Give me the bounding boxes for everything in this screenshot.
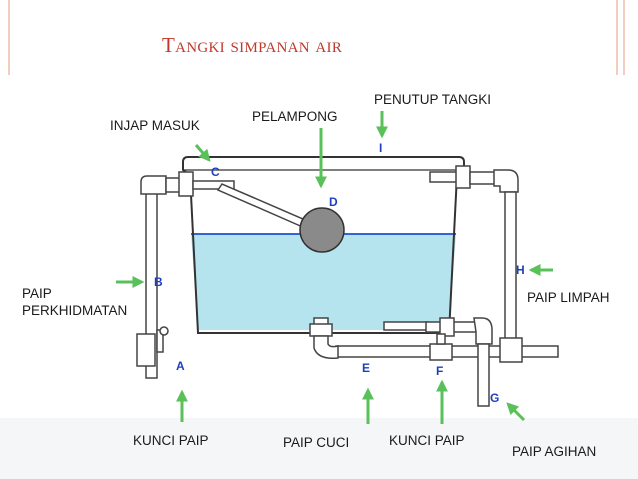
stop-cock-a-knob xyxy=(159,326,169,336)
letter-b: B xyxy=(154,275,163,289)
water-tank-diagram: A B C D E F G H I INJAP MASUK PELAMPONG … xyxy=(0,92,638,479)
inlet-valve-arm xyxy=(192,180,235,190)
letter-g: G xyxy=(490,391,499,405)
float-ball xyxy=(299,207,345,253)
water-body xyxy=(191,234,456,330)
service-pipe-inlet xyxy=(165,177,181,193)
overflow-flange xyxy=(455,165,471,189)
arrow-injap-masuk xyxy=(194,144,211,162)
label-paip-agihan: PAIP AGIHAN xyxy=(512,444,596,459)
slide-border-left xyxy=(8,0,10,75)
label-pelampong: PELAMPONG xyxy=(252,109,338,124)
letter-e: E xyxy=(362,361,370,375)
arrow-paip-agihan xyxy=(506,402,526,422)
label-paip-perkhidmatan-line1: PAIP xyxy=(22,286,52,301)
label-penutup-tangki: PENUTUP TANGKI xyxy=(374,92,491,107)
floor-band xyxy=(0,418,638,479)
letter-i: I xyxy=(379,141,382,155)
distribution-pipe xyxy=(477,343,490,407)
distribution-elbow xyxy=(473,317,493,345)
inlet-valve-body xyxy=(178,171,194,197)
slide-border-right xyxy=(616,0,618,75)
label-kunci-paip-right: KUNCI PAIP xyxy=(389,433,465,448)
label-injap-masuk: INJAP MASUK xyxy=(110,118,200,133)
label-paip-limpah: PAIP LIMPAH xyxy=(527,290,610,305)
float-rod xyxy=(216,183,312,229)
tank-outline xyxy=(182,156,465,334)
overflow-elbow xyxy=(493,169,519,193)
letter-a: A xyxy=(176,359,185,373)
washout-elbow xyxy=(313,335,339,360)
letter-d: D xyxy=(329,195,338,209)
distribution-flange xyxy=(439,317,455,337)
slide-title: Tangki simpanan air xyxy=(162,33,343,57)
distribution-outlet xyxy=(383,321,429,331)
stop-cock-a xyxy=(136,333,156,367)
slide-border-right-outer xyxy=(623,0,625,75)
letter-c: C xyxy=(211,165,220,179)
overflow-pipe xyxy=(504,191,517,343)
washout-fitting xyxy=(309,323,333,337)
label-kunci-paip-left: KUNCI PAIP xyxy=(133,433,209,448)
label-paip-perkhidmatan-line2: PERKHIDMATAN xyxy=(22,303,127,318)
pointer-arrows xyxy=(116,111,553,424)
letter-h: H xyxy=(516,263,525,277)
label-paip-cuci: PAIP CUCI xyxy=(283,435,349,450)
letter-f: F xyxy=(436,364,443,378)
overflow-bottom-joint xyxy=(499,337,523,363)
stop-cock-f-stem xyxy=(436,333,446,345)
service-pipe-elbow xyxy=(140,175,167,195)
stop-cock-f xyxy=(429,343,453,361)
